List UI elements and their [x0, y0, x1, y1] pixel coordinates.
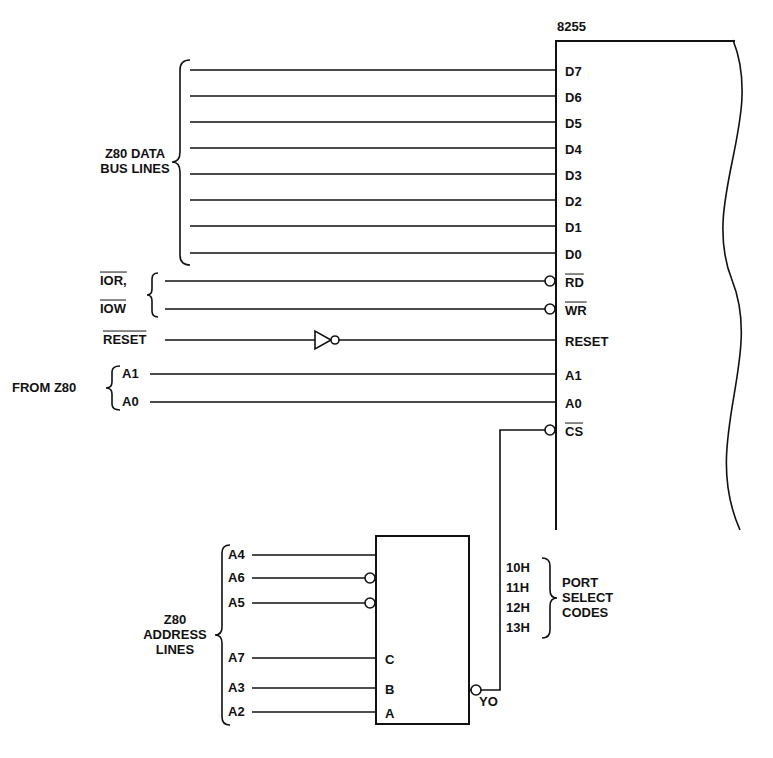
brace: [147, 273, 158, 317]
address-wire: [252, 687, 375, 689]
inverter-symbol: [315, 331, 331, 349]
bus-label: Z80 ADDRESS LINES: [135, 613, 215, 658]
brace: [106, 366, 120, 410]
pin-name: D0: [565, 248, 582, 263]
address-wire: [252, 657, 375, 659]
active-low-bubble: [365, 598, 375, 608]
chip-select-wire: [470, 430, 555, 690]
signal-name: A3: [228, 681, 245, 696]
port-code: 10H: [506, 561, 530, 576]
signal-name: A4: [228, 548, 245, 563]
port-code: 12H: [506, 601, 530, 616]
bus-label: Z80 DATA BUS LINES: [95, 147, 175, 177]
ic-8255: 8255D7D6D5D4D3D2D1D0RDWRRESETA1A0CS: [555, 40, 735, 530]
active-low-bubble: [365, 573, 375, 583]
pin-name: D6: [565, 91, 582, 106]
decoder-box: CBA: [375, 535, 470, 725]
signal-name: A6: [228, 571, 245, 586]
pin-name: CS: [565, 425, 583, 440]
address-wire: [252, 602, 365, 604]
pin-name: A0: [565, 397, 582, 412]
active-low-bubble: [471, 685, 481, 695]
chip-name: 8255: [557, 20, 586, 35]
pin-name: WR: [565, 304, 587, 319]
port-code: 13H: [506, 621, 530, 636]
inverter-bubble: [331, 336, 339, 344]
signal-name: A0: [122, 395, 139, 410]
chip-cut-edge: [723, 40, 742, 530]
reset-wire: [339, 339, 555, 341]
signal-name: A1: [122, 367, 139, 382]
pin-name: YO: [479, 695, 498, 710]
iow-wire: [165, 308, 545, 310]
bus-label: FROM Z80: [12, 381, 76, 396]
signal-name: A7: [228, 651, 245, 666]
address-wire: [252, 577, 365, 579]
address-wire: [252, 554, 375, 556]
pin-name: RD: [565, 276, 584, 291]
signal-name: A2: [228, 705, 245, 720]
address-wire: [252, 711, 375, 713]
address-wire: [150, 401, 555, 403]
pin-name: RESET: [565, 335, 608, 350]
pin-name: A: [385, 707, 394, 722]
pin-name: D2: [565, 195, 582, 210]
pin-name: C: [385, 653, 394, 668]
active-low-bubble: [545, 304, 555, 314]
brace: [172, 60, 190, 265]
signal-name: RESET: [103, 333, 146, 348]
data-bus-wires: [190, 70, 555, 253]
reset-wire: [165, 339, 315, 341]
pin-name: D4: [565, 143, 582, 158]
active-low-bubble: [545, 425, 555, 435]
signal-name: IOR,: [100, 274, 127, 289]
brace: [542, 558, 557, 638]
signal-name: IOW: [100, 302, 126, 317]
ior-wire: [165, 280, 545, 282]
pin-name: D3: [565, 169, 582, 184]
pin-name: B: [385, 683, 394, 698]
pin-name: A1: [565, 369, 582, 384]
address-wire: [150, 373, 555, 375]
signal-name: A5: [228, 596, 245, 611]
pin-name: D1: [565, 221, 582, 236]
active-low-bubble: [545, 276, 555, 286]
brace: [215, 545, 230, 725]
pin-name: D7: [565, 65, 582, 80]
pin-name: D5: [565, 117, 582, 132]
port-code: 11H: [506, 581, 529, 596]
bus-label: PORT SELECT CODES: [562, 576, 634, 621]
